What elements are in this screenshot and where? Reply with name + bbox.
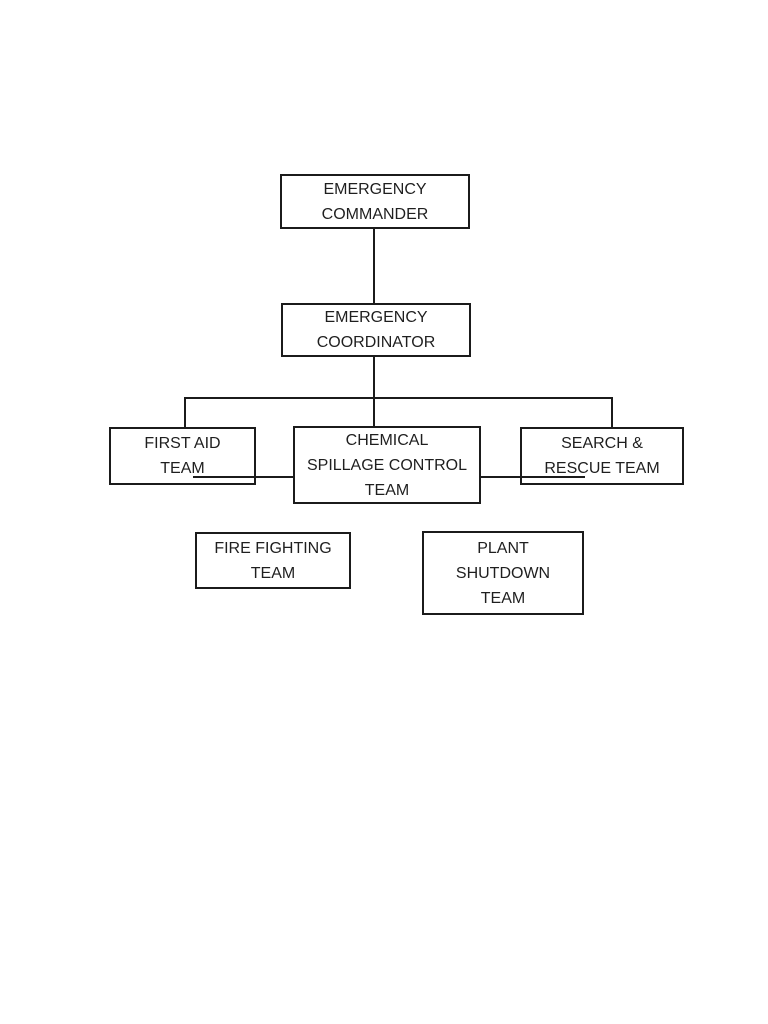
org-box-first-aid-team: FIRST AID TEAM [109,427,256,485]
connector-first-aid-chemical [193,476,293,478]
org-box-label-line: PLANT [477,539,529,557]
org-box-label-line: EMERGENCY [323,180,427,198]
org-box-label-line: SEARCH & [561,435,643,452]
org-box-plant-shutdown-team: PLANT SHUTDOWN TEAM [422,531,584,615]
org-box-label-line: TEAM [364,481,410,499]
org-box-fire-fighting-team: FIRE FIGHTING TEAM [195,532,351,589]
org-box-search-rescue-team: SEARCH & RESCUE TEAM [520,427,684,485]
org-box-label-line: EMERGENCY [324,309,428,326]
connector-coordinator-drop [373,357,375,426]
org-box-label-line: SHUTDOWN [455,564,551,582]
org-box-chemical-spillage-control-team: CHEMICAL SPILLAGE CONTROL TEAM [293,426,481,504]
org-box-emergency-commander: EMERGENCY COMMANDER [280,174,470,229]
org-box-label-line: RESCUE TEAM [544,460,660,477]
connector-commander-coordinator [373,228,375,303]
org-box-label-line: SPILLAGE CONTROL [306,456,468,474]
org-box-label-line: CHEMICAL [345,431,429,449]
org-box-emergency-coordinator: EMERGENCY COORDINATOR [281,303,471,357]
connector-chemical-search [480,476,585,478]
org-box-label-line: FIRST AID [144,435,221,452]
connector-drop-first-aid [184,397,186,427]
org-box-label-line: TEAM [160,460,205,477]
org-box-label-line: COORDINATOR [316,334,436,351]
connector-horizontal-bus [184,397,613,399]
org-box-label-line: TEAM [250,564,296,582]
org-box-label-line: FIRE FIGHTING [214,539,332,557]
connector-drop-search-rescue [611,397,613,427]
org-box-label-line: TEAM [480,589,526,607]
org-box-label-line: COMMANDER [321,205,429,223]
